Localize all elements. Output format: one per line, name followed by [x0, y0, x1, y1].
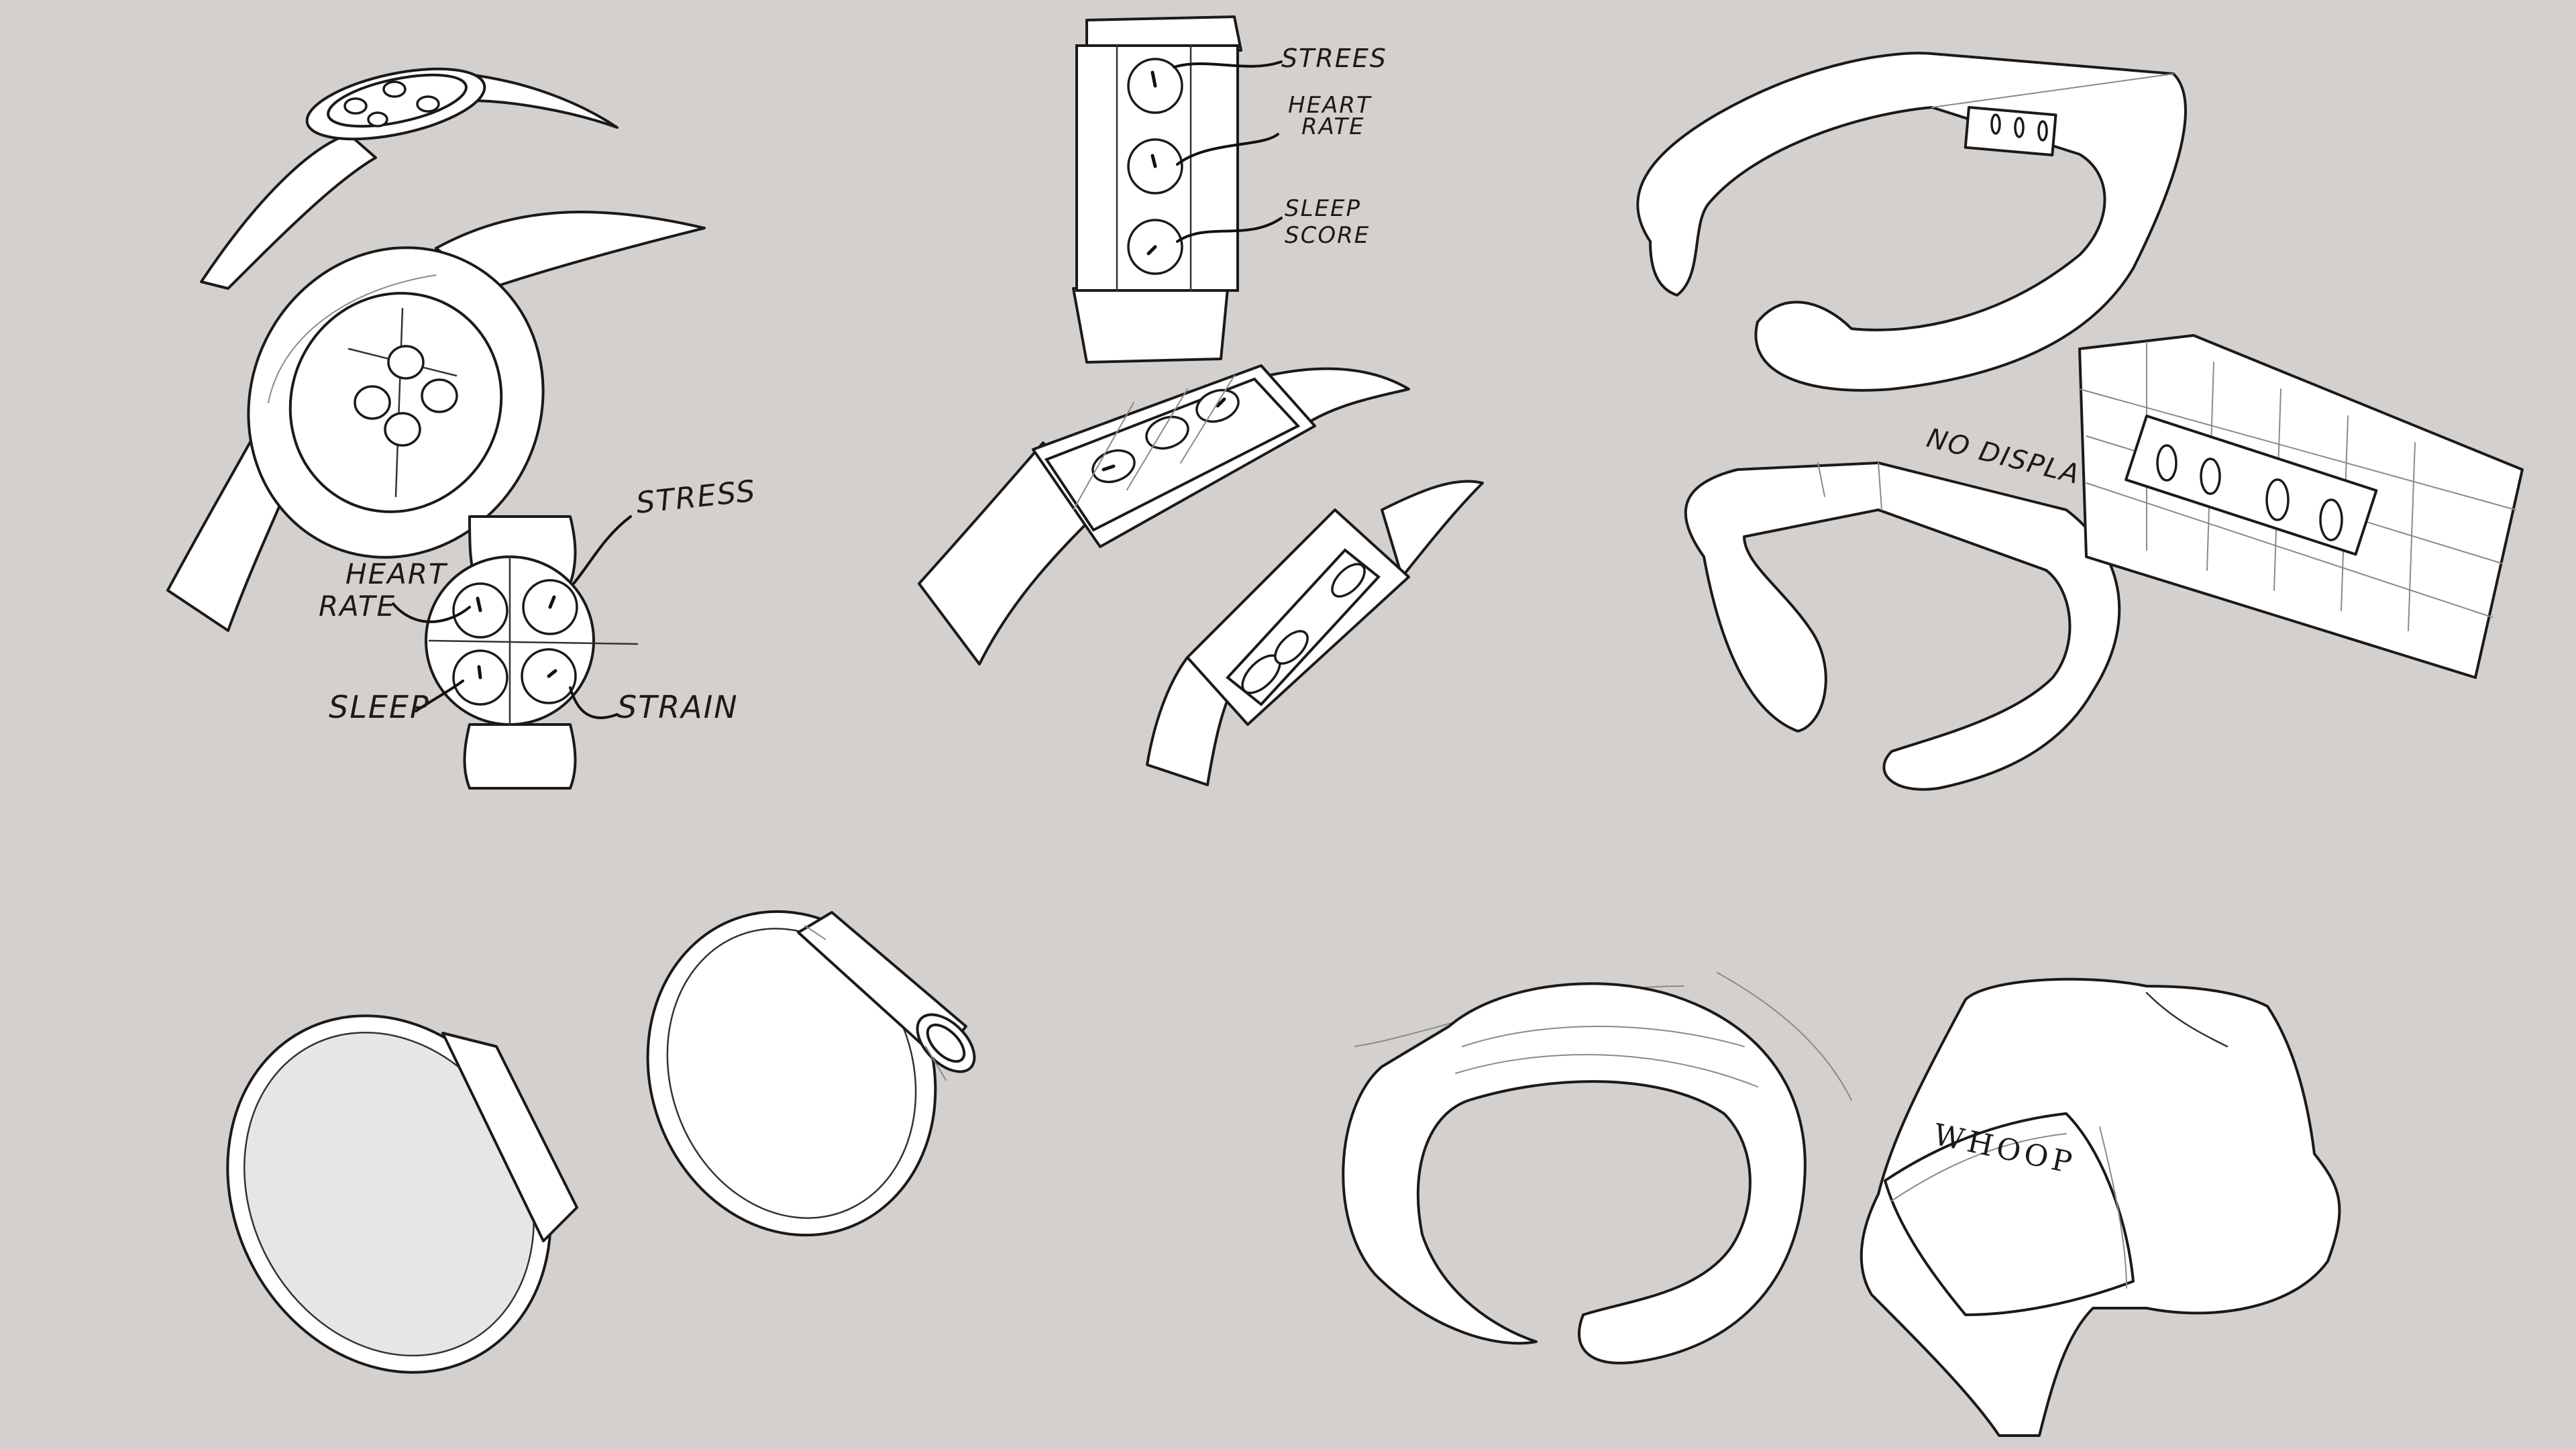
- open-cuff-top-sketch: [1636, 52, 2187, 392]
- rectangular-band-front-view: [1072, 15, 1283, 364]
- simple-band-sketch: [226, 1014, 578, 1374]
- label-strain: STRAIN: [617, 689, 739, 725]
- rectangular-band-perspective-sketch: [918, 364, 1410, 665]
- clasp-band-sketch: [646, 910, 976, 1237]
- label-rect-heart-rate-line2: RATE: [1301, 113, 1365, 140]
- label-sleep: SLEEP: [329, 689, 430, 725]
- label-heart-rate-line2: RATE: [319, 590, 396, 623]
- rectangular-band-side-sketch: [1146, 480, 1484, 786]
- label-strees: STREES: [1281, 44, 1387, 73]
- label-sleep-score-line1: SLEEP: [1285, 195, 1361, 222]
- wide-cuff-sketch: [1342, 972, 1852, 1364]
- round-watch-labeled-front-view: [392, 515, 639, 790]
- no-display-cuff-sketch: [1684, 462, 2121, 791]
- round-watch-large-sketch: [166, 211, 706, 632]
- no-display-closeup-sketch: [2078, 334, 2524, 679]
- label-heart-rate-line1: HEART: [345, 557, 448, 590]
- wrist-with-band-sketch: [1860, 977, 2341, 1437]
- label-rect-heart-rate-line1: HEART: [1288, 92, 1372, 119]
- label-sleep-score-line2: SCORE: [1285, 222, 1370, 249]
- round-watch-small-sketch: [200, 67, 619, 290]
- label-stress: STRESS: [635, 474, 758, 520]
